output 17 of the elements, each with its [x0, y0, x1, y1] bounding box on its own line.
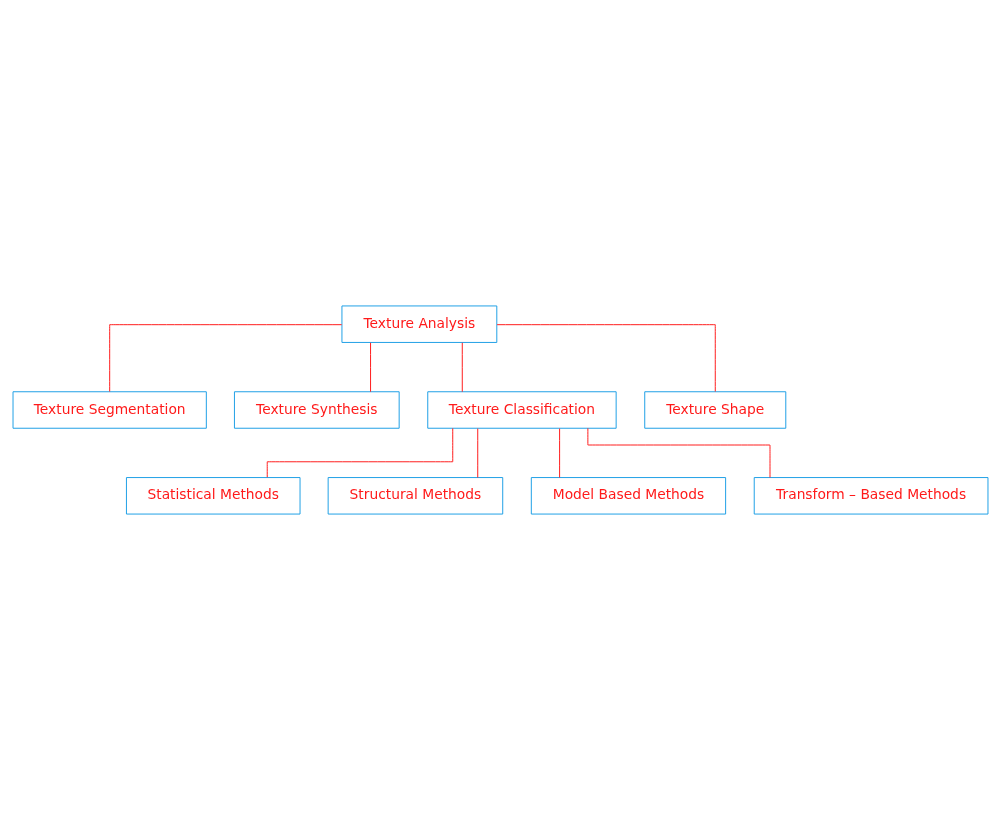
connector	[370, 341, 372, 392]
connector	[461, 341, 463, 392]
connector	[587, 427, 771, 478]
connector	[559, 427, 561, 478]
connector	[109, 323, 343, 392]
node-box: Texture Shape	[644, 390, 787, 429]
connector	[477, 427, 479, 478]
connector	[496, 323, 716, 392]
node-box: Texture Classification	[427, 390, 617, 429]
connector	[266, 427, 454, 478]
node-box: Texture Segmentation	[12, 390, 207, 429]
node-box: Statistical Methods	[125, 476, 301, 515]
node-box: Texture Analysis	[341, 304, 498, 343]
node-box: Structural Methods	[327, 476, 504, 515]
node-box: Texture Synthesis	[233, 390, 400, 429]
node-box: Model Based Methods	[530, 476, 727, 515]
node-box: Transform – Based Methods	[753, 476, 989, 515]
